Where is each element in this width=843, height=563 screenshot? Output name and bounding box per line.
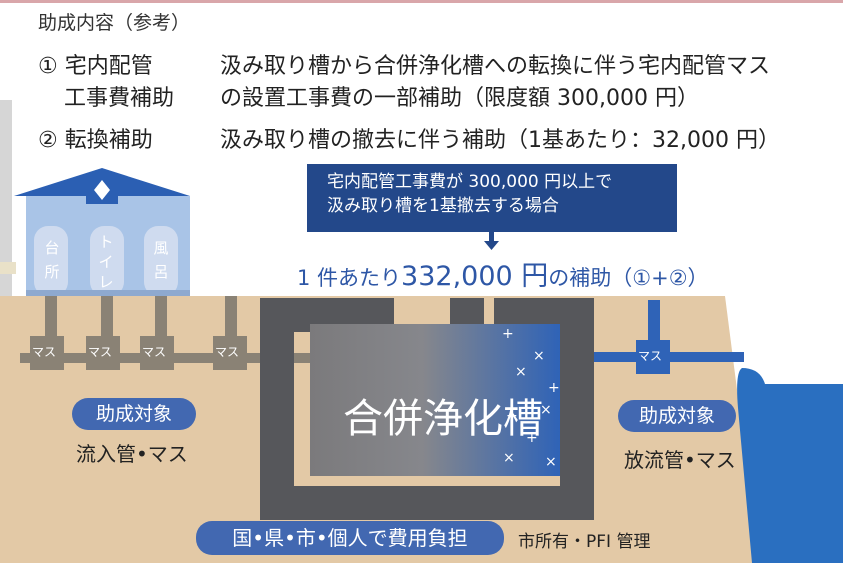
item2-label: ② 転換補助 — [38, 128, 153, 153]
item1-desc-line2: の設置工事費の一部補助（限度額 300,000 円） — [220, 86, 699, 111]
svg-text:+: + — [548, 380, 560, 396]
svg-text:×: × — [515, 364, 527, 380]
top-rule — [0, 0, 843, 3]
right-subsidy-pill: 助成対象 — [618, 400, 736, 432]
svg-text:+: + — [526, 430, 538, 446]
svg-text:+: + — [502, 326, 514, 342]
left-subsidy-pill: 助成対象 — [72, 398, 196, 430]
room-bath: 風呂 — [153, 239, 169, 281]
cost-share-pill: 国•県•市•個人で費用負担 — [196, 521, 504, 555]
tank-label: 合併浄化槽 — [343, 396, 543, 442]
left-caption: 流入管•マス — [76, 442, 188, 466]
outflow-pipes — [594, 300, 744, 374]
result-prefix: 1 件あたり — [297, 266, 402, 290]
mas-label-2: マス — [88, 345, 113, 359]
section-heading: 助成内容（参考） — [38, 12, 191, 34]
down-arrow — [484, 232, 499, 250]
banner-line2: 汲み取り槽を1基撤去する場合 — [327, 196, 559, 216]
banner-line1: 宅内配管工事費が 300,000 円以上で — [327, 172, 613, 192]
left-building — [0, 100, 12, 300]
result-suffix: の補助（①+②） — [548, 266, 709, 290]
mas-label-4: マス — [215, 345, 240, 359]
mas-box-1 — [30, 336, 64, 370]
mas-box-3 — [140, 336, 174, 370]
room-kitchen: 台所 — [44, 239, 60, 281]
right-caption: 放流管•マス — [624, 448, 736, 472]
room-toilet: トイレ — [98, 233, 114, 291]
svg-text:×: × — [533, 348, 545, 364]
mas-box-right — [636, 340, 670, 374]
management-note: 市所有・PFI 管理 — [518, 532, 651, 552]
sparkles: +×× ++× +×× — [502, 326, 560, 470]
house — [14, 168, 190, 296]
tank-body — [310, 324, 560, 476]
inflow-pipes — [20, 296, 320, 370]
svg-text:+: + — [506, 408, 518, 424]
item1-desc-line1: 汲み取り槽から合併浄化槽への転換に伴う宅内配管マス — [220, 54, 771, 79]
svg-text:×: × — [503, 450, 515, 466]
item1-label-line2: 工事費補助 — [64, 86, 175, 111]
svg-text:×: × — [540, 402, 552, 418]
mas-label-3: マス — [142, 345, 167, 359]
result-amount: 332,000 円 — [401, 261, 549, 292]
svg-text:×: × — [545, 454, 557, 470]
mas-box-4 — [213, 336, 247, 370]
mas-box-2 — [86, 336, 120, 370]
mas-label-right: マス — [638, 349, 663, 363]
subsidy-result: 1 件あたり332,000 円の補助（①+②） — [297, 254, 709, 293]
item2-desc: 汲み取り槽の撤去に伴う補助（1基あたり：32,000 円） — [220, 128, 780, 153]
mas-label-1: マス — [32, 345, 57, 359]
item1-label-line1: ① 宅内配管 — [38, 54, 153, 79]
condition-banner: 宅内配管工事費が 300,000 円以上で 汲み取り槽を1基撤去する場合 — [307, 164, 677, 232]
